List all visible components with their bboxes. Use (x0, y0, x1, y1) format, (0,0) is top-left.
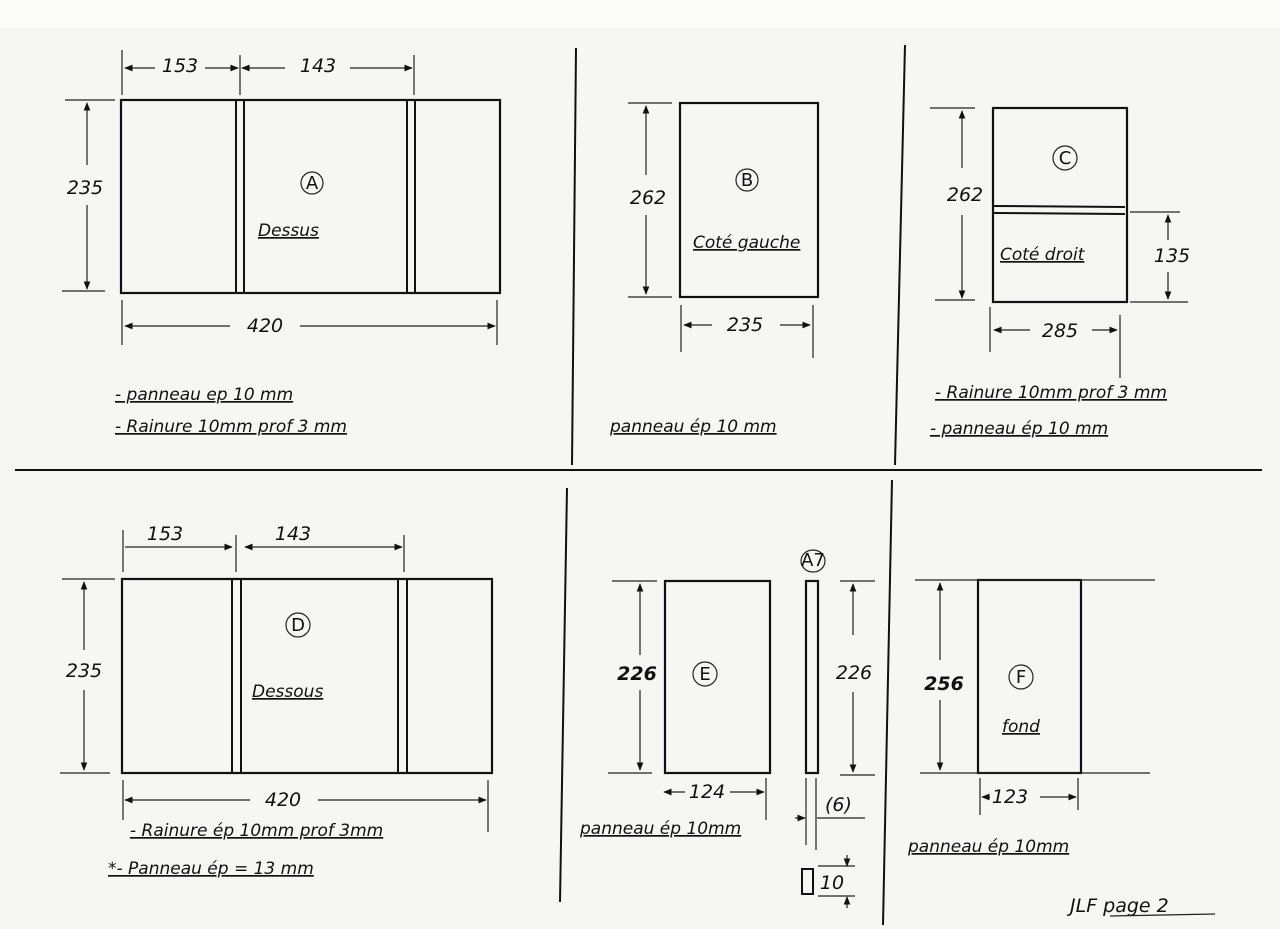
dim-c-h: 262 (947, 184, 983, 206)
part-e-note: panneau ép 10mm (579, 819, 741, 839)
dim-a-w2: 143 (300, 55, 336, 77)
dim-a7-thickness: (6) (825, 794, 852, 816)
dim-a7-width: 10 (820, 872, 844, 894)
part-e-id: E (699, 664, 710, 685)
part-c-drawing: 262 135 285 C Coté droit - Rainure 10mm … (930, 106, 1190, 439)
dim-e-w: 124 (689, 781, 725, 803)
page-footer: JLF page 2 (1066, 895, 1169, 917)
panel-e-outline (663, 579, 772, 775)
dim-b-h: 262 (630, 187, 666, 209)
part-d-id: D (291, 615, 305, 636)
panel-c-outline (991, 106, 1129, 304)
dim-f-h: 256 (924, 673, 964, 695)
part-c-note-1: - Rainure 10mm prof 3 mm (935, 383, 1167, 403)
part-f-id: F (1016, 667, 1026, 688)
part-e-drawing: 226 124 E panneau ép 10mm (579, 579, 772, 839)
part-b-id: B (741, 170, 753, 191)
dim-c-w: 285 (1042, 320, 1078, 342)
dim-a7-h: 226 (836, 662, 872, 684)
part-f-name: fond (1002, 717, 1040, 737)
dim-a-h: 235 (67, 177, 103, 199)
panel-b-outline (678, 101, 820, 299)
part-a-note-2: - Rainure 10mm prof 3 mm (115, 417, 347, 437)
part-c-name: Coté droit (1000, 245, 1086, 265)
part-d-name: Dessous (252, 682, 323, 702)
paper-edge (0, 0, 1280, 28)
dim-a-total: 420 (247, 315, 283, 337)
dim-c-groove: 135 (1154, 245, 1190, 267)
strip-a7-section (801, 868, 814, 895)
part-d-note-1: - Rainure ép 10mm prof 3mm (130, 821, 383, 841)
panel-a-outline (119, 98, 502, 295)
part-b-note: panneau ép 10 mm (609, 417, 777, 437)
dim-d-w1: 153 (147, 523, 183, 545)
part-d-note-2: *- Panneau ép = 13 mm (108, 859, 314, 879)
panel-d-outline (120, 577, 494, 775)
part-a-drawing: 153 143 235 420 A Dessus - panneau ep 10… (62, 50, 502, 437)
part-c-id: C (1059, 148, 1072, 169)
dim-a-w1: 153 (162, 55, 198, 77)
dim-d-w2: 143 (275, 523, 311, 545)
part-a-name: Dessus (258, 221, 319, 241)
dim-d-h: 235 (66, 660, 102, 682)
part-a7-id: A7 (801, 550, 825, 571)
part-a-id: A (306, 173, 319, 194)
part-b-name: Coté gauche (693, 233, 800, 253)
strip-a7-outline (804, 579, 820, 775)
dim-e-h: 226 (617, 663, 657, 685)
part-a-note-1: - panneau ep 10 mm (115, 385, 293, 405)
part-a7-drawing: A7 226 (6) 10 (795, 549, 875, 908)
dim-b-w: 235 (727, 314, 763, 336)
part-d-drawing: 153 143 235 420 D Dessous - Rainure ép 1… (60, 523, 494, 879)
dim-d-total: 420 (265, 789, 301, 811)
part-f-note: panneau ép 10mm (907, 837, 1069, 857)
part-c-note-2: - panneau ép 10 mm (930, 419, 1108, 439)
section-dividers (15, 44, 1262, 926)
part-b-drawing: 262 235 B Coté gauche panneau ép 10 mm (609, 101, 820, 437)
part-f-drawing: 256 123 F fond panneau ép 10mm (907, 578, 1155, 857)
dim-f-w: 123 (992, 786, 1028, 808)
